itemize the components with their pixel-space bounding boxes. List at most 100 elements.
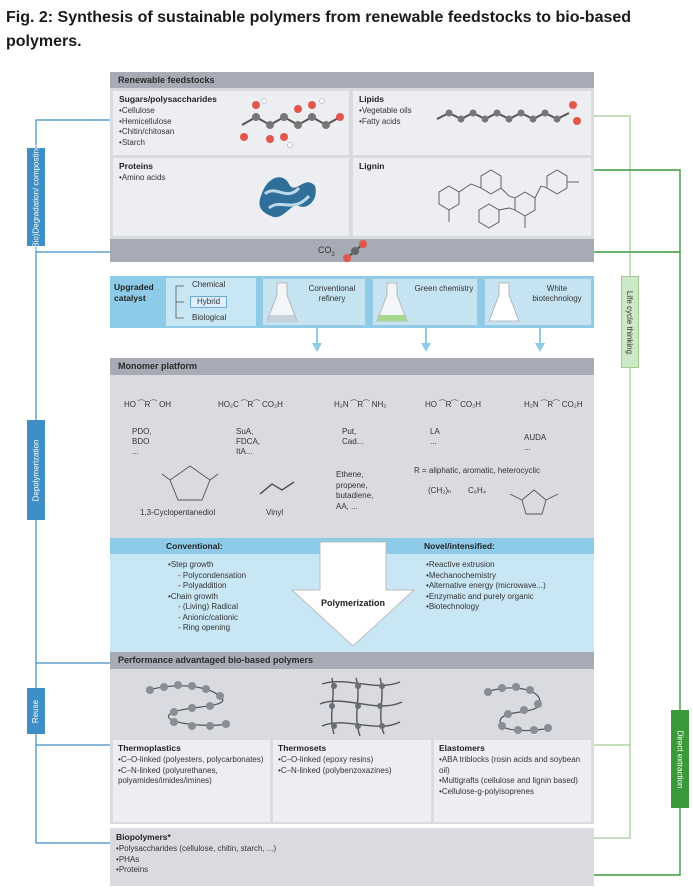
reuse-line-bottom: [35, 745, 110, 844]
conventional-title: Conventional:: [166, 541, 223, 551]
degradation-label: (Bio)Degradation/ composting: [27, 144, 45, 250]
white-biotech-box: White biotechnology: [484, 278, 592, 326]
elastomers-box: Elastomers ABA triblocks (rosin acids an…: [434, 740, 591, 822]
novel-title: Novel/intensified:: [424, 541, 495, 551]
r-definition: R = aliphatic, aromatic, heterocyclic: [414, 466, 541, 475]
monomer-formula-diamine: H₂N ⁀R⁀ NH₂: [334, 400, 387, 409]
lignin-title: Lignin: [359, 161, 385, 171]
direct-extraction-label: Direct extraction: [671, 710, 689, 808]
list-item: Cellulose: [119, 106, 174, 117]
conventional-list: Step growth Polycondensation Polyadditio…: [168, 560, 246, 634]
reuse-label: Reuse: [27, 688, 45, 734]
co2-bar: CO2: [110, 239, 594, 262]
thermosets-title: Thermosets: [278, 743, 327, 753]
direct-extraction-text: Direct extraction: [675, 730, 685, 788]
thermosets-box: Thermosets C–O-linked (epoxy resins) C–N…: [273, 740, 431, 822]
monomer-formula-hydroxyacid: HO ⁀R⁀ CO₂H: [425, 400, 481, 409]
list-item: Biotechnology: [426, 602, 546, 613]
list-item: Amino acids: [119, 173, 166, 184]
chemical-label: Chemical: [192, 280, 226, 289]
monomer-names-diacid: SuA, FDCA, ItA...: [236, 427, 260, 456]
vinyl-icon: [259, 481, 295, 495]
proteins-list: Amino acids: [119, 173, 166, 184]
feedstocks-header: Renewable feedstocks: [110, 72, 594, 88]
lipids-box: Lipids Vegetable oils Fatty acids: [353, 91, 591, 155]
lignin-structure-icon: [438, 169, 579, 229]
sugars-list: Cellulose Hemicellulose Chitin/chitosan …: [119, 106, 174, 148]
c6h4-label: C₆H₄: [468, 486, 487, 495]
elastomers-title: Elastomers: [439, 743, 485, 753]
upgraded-catalyst-label: Upgraded catalyst: [114, 282, 154, 303]
list-item: Chain growth: [168, 592, 246, 603]
graft-polymer-icon: [484, 683, 552, 734]
monomer-panel: [110, 358, 594, 538]
polymerization-label: Polymerization: [320, 598, 385, 608]
degradation-line-bottom: [35, 246, 110, 253]
ethene-label: Ethene, propene, butadiene, AA, ...: [336, 470, 374, 511]
furan-icon: [509, 489, 559, 515]
monomer-formula-diol: HO ⁀R⁀ OH: [124, 400, 172, 409]
bracket-icon: [175, 285, 184, 319]
crosslinked-network-icon: [319, 677, 403, 737]
biological-label: Biological: [192, 313, 227, 322]
list-item: Vegetable oils: [359, 106, 412, 117]
glucose-molecule-icon: [240, 98, 344, 148]
list-item: C–O-linked (polyesters, polycarbonates): [118, 755, 268, 766]
depolymerization-text: Depolymerization: [31, 439, 41, 501]
lipids-list: Vegetable oils Fatty acids: [359, 106, 412, 127]
cyclopentanediol-label: 1,3-Cyclopentanediol: [140, 508, 216, 517]
monomer-names-hydroxyacid: LA ...: [430, 427, 440, 446]
thermoplastics-title: Thermoplastics: [118, 743, 181, 753]
monomer-names-diol: PDO, BDO ...: [132, 427, 152, 456]
depolymerization-label: Depolymerization: [27, 420, 45, 520]
list-item: PHAs: [116, 855, 276, 866]
sugars-title: Sugars/polysaccharides: [119, 94, 217, 104]
co2-label: CO2: [318, 245, 335, 258]
list-item: Multigrafts (cellulose and lignin based): [439, 776, 589, 787]
ch2-label: (CH₂)ₙ: [428, 486, 452, 495]
proteins-title: Proteins: [119, 161, 154, 171]
list-item: Proteins: [116, 865, 276, 876]
co2-text: CO: [318, 245, 332, 255]
white-biotech-label: White biotechnology: [532, 284, 582, 303]
protein-structure-icon: [259, 177, 316, 218]
co2-molecule-icon: [343, 240, 367, 262]
linear-polymer-icon: [146, 681, 231, 730]
performance-header: Performance advantaged bio-based polymer…: [110, 652, 594, 669]
thermoplastics-box: Thermoplastics C–O-linked (polyesters, p…: [113, 740, 270, 822]
list-item: Enzymatic and purely organic: [426, 592, 546, 603]
flask-icon: [488, 282, 520, 322]
catalyst-options-box: Chemical Hybrid Biological: [166, 278, 256, 326]
flask-icon: [266, 282, 298, 322]
flask-icon: [376, 282, 408, 322]
list-item: Chitin/chitosan: [119, 127, 174, 138]
proteins-box: Proteins Amino acids: [113, 158, 349, 236]
list-item: Cellulose-g-polyisoprenes: [439, 787, 589, 798]
list-item: Ring opening: [168, 623, 246, 634]
list-item: Anionic/cationic: [168, 613, 246, 624]
list-item: C–O-linked (epoxy resins): [278, 755, 430, 766]
degradation-text: (Bio)Degradation/ composting: [31, 144, 41, 250]
lipids-title: Lipids: [359, 94, 385, 104]
list-item: Hemicellulose: [119, 117, 174, 128]
list-item: Fatty acids: [359, 117, 412, 128]
polymerization-arrow-icon: [290, 541, 416, 647]
list-item: Step growth: [168, 560, 246, 571]
list-item: C–N-linked (polyurethanes, polyamides/im…: [118, 766, 268, 787]
life-cycle-label: Life cycle thinking: [621, 276, 639, 368]
vinyl-label: Vinyl: [266, 508, 284, 517]
degradation-line: [35, 119, 110, 148]
list-item: Alternative energy (microwave...): [426, 581, 546, 592]
cyclopentanediol-icon: [161, 465, 219, 501]
list-item: (Living) Radical: [168, 602, 246, 613]
elastomers-list: ABA triblocks (rosin acids and soybean o…: [439, 755, 589, 797]
list-item: Reactive extrusion: [426, 560, 546, 571]
green-chemistry-box: Green chemistry: [372, 278, 478, 326]
list-item: Polysaccharides (cellulose, chitin, star…: [116, 844, 276, 855]
hybrid-label: Hybrid: [190, 296, 228, 308]
figure-title: Fig. 2: Synthesis of sustainable polymer…: [6, 9, 632, 50]
list-item: ABA triblocks (rosin acids and soybean o…: [439, 755, 589, 776]
lignin-box: Lignin: [353, 158, 591, 236]
life-cycle-text: Life cycle thinking: [625, 290, 635, 354]
